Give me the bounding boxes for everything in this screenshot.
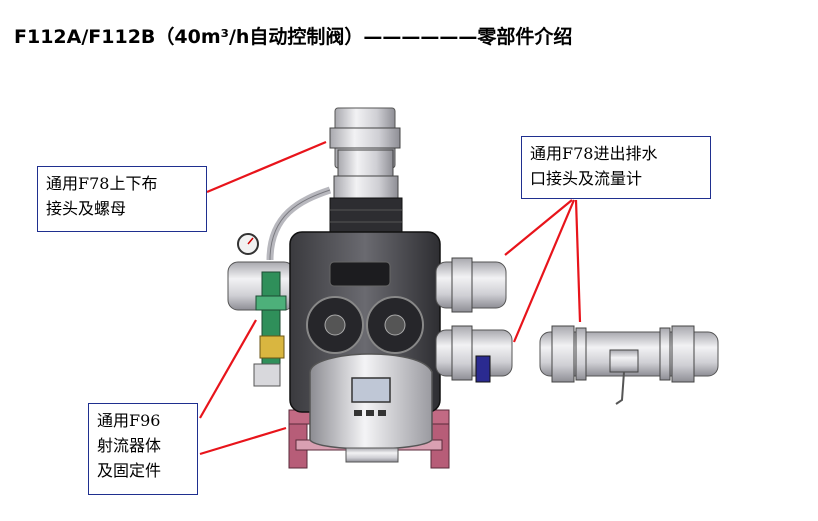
pressure-gauge [237, 186, 332, 261]
leader-line-top-connector [206, 140, 327, 194]
callout-top-connector: 通用F78上下布 接头及螺母 [37, 166, 207, 232]
leader-line-outlet-c [574, 199, 582, 323]
callout-outlet-connector: 通用F78进出排水 口接头及流量计 [521, 136, 711, 199]
callout-outlet-connector-line1: 通用F78进出排水 [530, 144, 658, 163]
page-title: F112A/F112B（40m³/h自动控制阀）——————零部件介绍 [14, 26, 573, 48]
callout-injector-line1: 通用F96 [97, 411, 161, 430]
callout-injector: 通用F96 射流器体 及固定件 [88, 403, 198, 495]
top-connector [329, 107, 403, 235]
leader-line-injector-a [199, 319, 257, 419]
leader-line-outlet-b [512, 199, 576, 343]
callout-outlet-connector-line2: 口接头及流量计 [530, 169, 643, 188]
callout-top-connector-line2: 接头及螺母 [46, 199, 127, 218]
callout-injector-line3: 及固定件 [97, 461, 162, 480]
callout-top-connector-line1: 通用F78上下布 [46, 174, 158, 193]
leader-lines [199, 140, 582, 456]
callout-injector-line2: 射流器体 [97, 436, 162, 455]
right-pipes [435, 257, 513, 383]
flow-meter-assembly [539, 325, 719, 405]
leader-line-outlet-a [504, 199, 573, 256]
injector-body [253, 271, 287, 387]
controller-housing [309, 353, 433, 463]
leader-line-injector-b [199, 426, 287, 456]
